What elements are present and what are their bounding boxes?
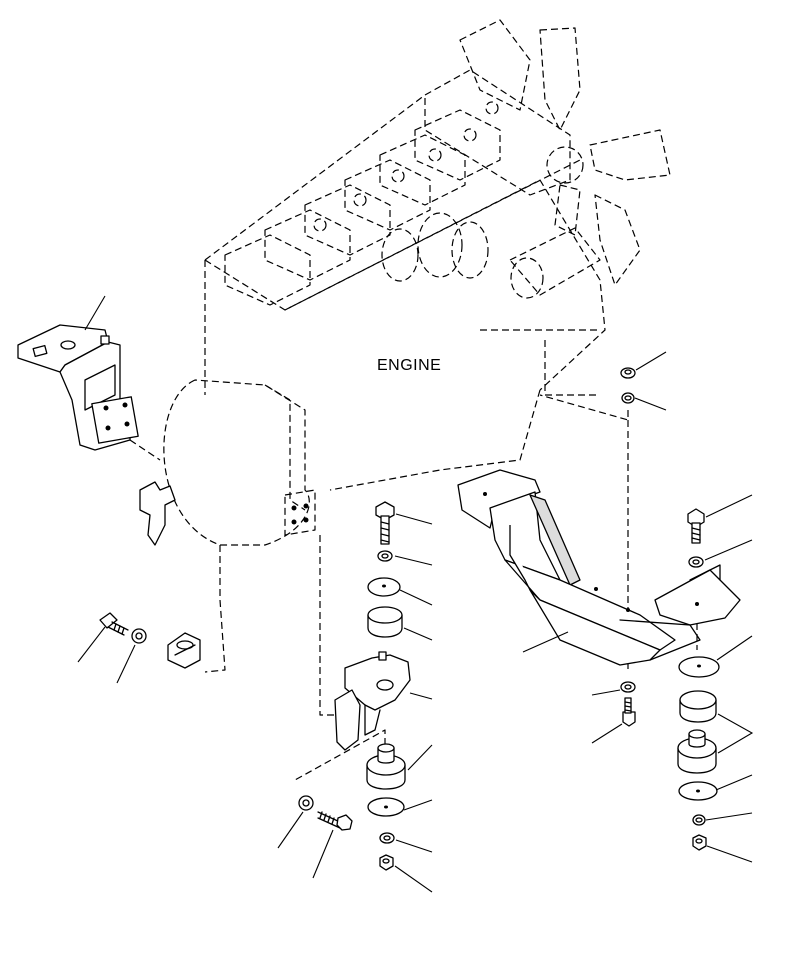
rubber-cushion-upper-center: [367, 606, 403, 638]
rubber-cushion-lower-center: [366, 743, 406, 790]
flat-washer-right-upper: [678, 656, 720, 678]
small-bracket-left: [167, 632, 201, 669]
lock-washer-center: [377, 550, 393, 562]
flat-washer-lower-center: [367, 797, 405, 817]
nut-lower-center: [379, 854, 394, 871]
assembly-lines: [129, 394, 698, 781]
alternator-icon: [381, 212, 601, 299]
lock-washer-lower-center: [379, 832, 395, 844]
left-mount-bracket: [334, 651, 411, 751]
washer-left: [131, 628, 147, 644]
engine-crossmember: [457, 469, 741, 666]
bolt-small-left: [99, 612, 129, 636]
washer-lower-left: [298, 795, 314, 811]
lock-washer-right-lower: [692, 814, 706, 826]
nut-right-lower: [692, 834, 707, 851]
engine-outline: [163, 19, 671, 546]
flat-washer-center: [367, 577, 401, 597]
bolt-under-crossmember: [622, 697, 636, 727]
lock-washer-right: [688, 556, 704, 568]
mount-bolt-center: [375, 501, 395, 545]
rubber-cushion-upper-right: [679, 690, 717, 723]
front-engine-bracket: [17, 324, 139, 451]
bolt-lower-left: [317, 811, 353, 831]
engine-label: ENGINE: [377, 357, 442, 374]
mount-bolt-right: [687, 508, 705, 544]
rubber-cushion-lower-right: [677, 729, 717, 774]
mount-spacer-part: [139, 481, 176, 546]
washer-under-crossmember: [620, 681, 636, 693]
washer-upper-right: [621, 392, 635, 404]
fan-icon: [459, 19, 671, 286]
flat-washer-right-lower: [678, 781, 718, 801]
nut-upper-right: [620, 367, 636, 379]
